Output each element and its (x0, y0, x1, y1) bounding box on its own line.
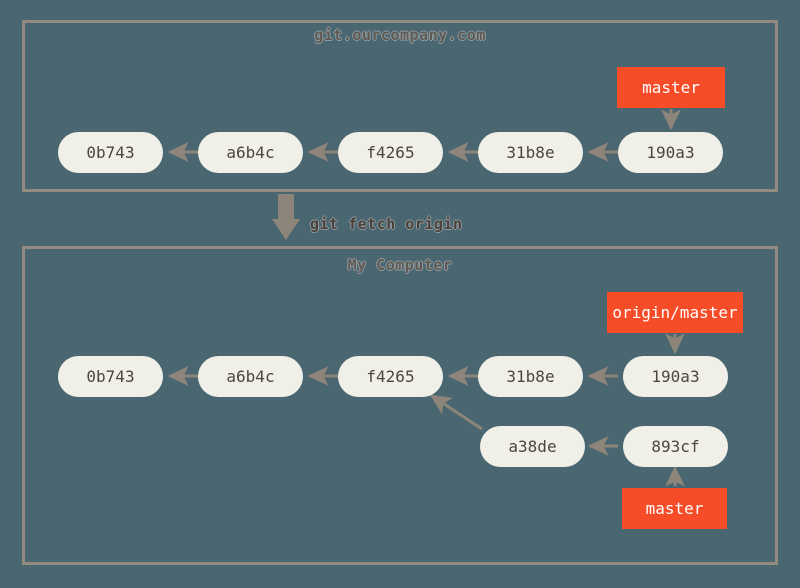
branch-label-master-local[interactable]: master (622, 488, 727, 529)
commit-node-a6b4c-local[interactable]: a6b4c (198, 356, 303, 397)
commit-node-190a3-remote[interactable]: 190a3 (618, 132, 723, 173)
branch-label-master-remote[interactable]: master (617, 67, 725, 108)
commit-node-a6b4c-remote[interactable]: a6b4c (198, 132, 303, 173)
commit-node-31b8e-remote[interactable]: 31b8e (478, 132, 583, 173)
arrow-git-fetch (272, 194, 300, 240)
commit-node-a38de-local[interactable]: a38de (480, 426, 585, 467)
region-remote-title: git.ourcompany.com (314, 26, 486, 44)
region-remote (22, 20, 778, 192)
commit-node-190a3-local[interactable]: 190a3 (623, 356, 728, 397)
commit-node-0b743-local[interactable]: 0b743 (58, 356, 163, 397)
commit-node-f4265-local[interactable]: f4265 (338, 356, 443, 397)
commit-node-31b8e-local[interactable]: 31b8e (478, 356, 583, 397)
commit-node-893cf-local[interactable]: 893cf (623, 426, 728, 467)
commit-node-0b743-remote[interactable]: 0b743 (58, 132, 163, 173)
commit-node-f4265-remote[interactable]: f4265 (338, 132, 443, 173)
region-local-title: My Computer (347, 256, 453, 274)
region-local (22, 246, 778, 565)
operation-label-git-fetch: git fetch origin (310, 215, 463, 233)
branch-label-origin-master[interactable]: origin/master (607, 292, 743, 333)
